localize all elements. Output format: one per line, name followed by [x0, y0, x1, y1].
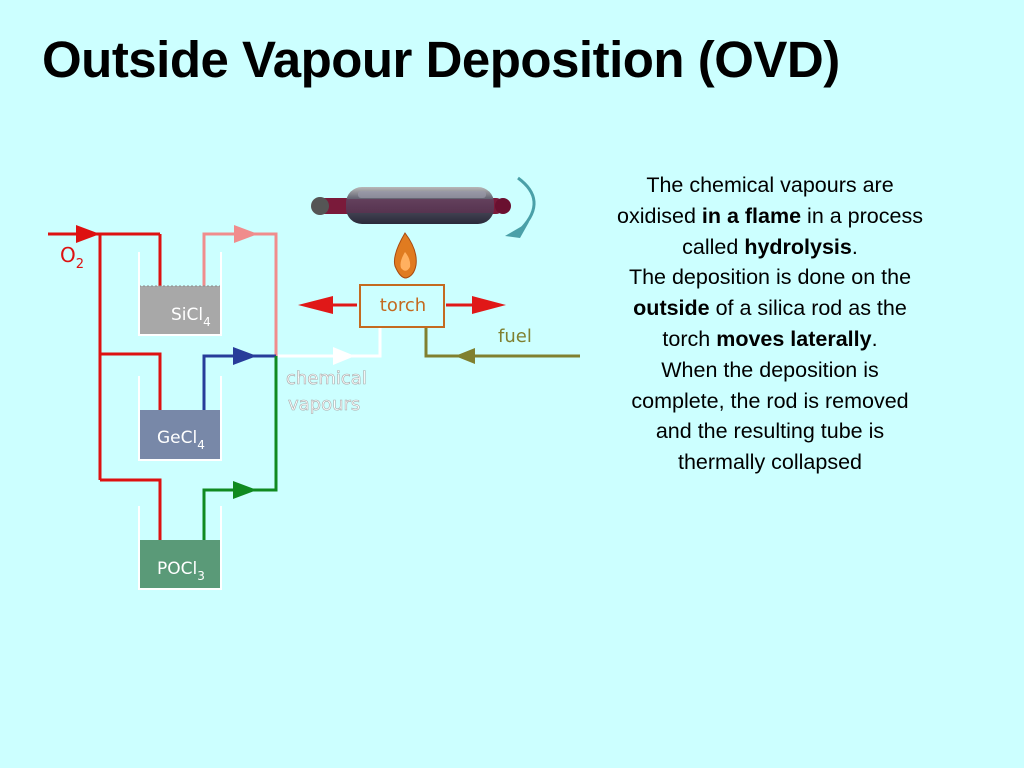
gecl4-bottle: GeCl4: [138, 376, 222, 461]
o2-line: [48, 225, 162, 572]
chemical-label: chemical: [286, 368, 367, 389]
desc-p1-a: The chemical vapours are oxidised: [617, 173, 894, 228]
torch-box: [359, 284, 445, 328]
fuel-label: fuel: [498, 326, 532, 347]
desc-p1-b: in a flame: [701, 203, 802, 228]
move-right-arrow-icon: [446, 296, 506, 314]
fuel-line: [424, 328, 580, 364]
desc-p2-c: of a silica rod as the torch: [662, 296, 907, 351]
torch-label: torch: [380, 295, 426, 316]
desc-p3: When the deposition is complete, the rod…: [631, 357, 909, 475]
sicl4-bottle: SiCl4: [138, 252, 222, 336]
pocl3-line: [202, 356, 278, 560]
desc-p2-e: .: [871, 326, 878, 351]
desc-p2-a: The deposition is done on the: [628, 265, 912, 290]
desc-p1-d: hydrolysis: [744, 234, 852, 259]
desc-p2-d: moves laterally: [716, 326, 872, 351]
desc-p2-b: outside: [633, 296, 710, 321]
pocl3-label: POCl3: [157, 559, 205, 583]
flame-icon: [394, 232, 417, 279]
o2-label: O2: [60, 243, 84, 272]
sicl4-line: [202, 225, 278, 356]
sicl4-label: SiCl4: [171, 305, 211, 329]
rotation-arrow-icon: [505, 176, 536, 238]
silica-rod: [311, 187, 511, 224]
description-text: The chemical vapours are oxidised in a f…: [614, 170, 926, 478]
vapour-line: [278, 328, 382, 365]
page-title: Outside Vapour Deposition (OVD): [42, 31, 840, 88]
desc-p1-c: in a process called: [682, 203, 923, 259]
gecl4-label: GeCl4: [157, 428, 205, 452]
desc-p1-e: .: [851, 234, 858, 259]
move-left-arrow-icon: [298, 296, 357, 314]
pocl3-bottle: POCl3: [138, 506, 222, 590]
vapours-label: vapours: [288, 394, 360, 415]
